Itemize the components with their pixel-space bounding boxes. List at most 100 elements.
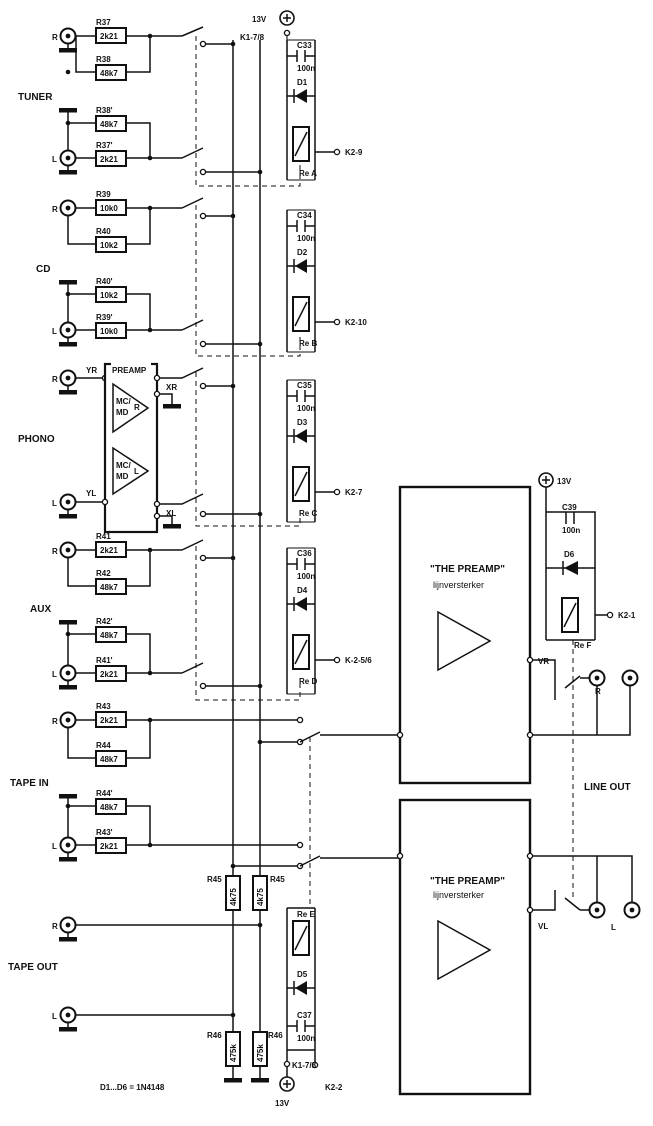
relay-e-group: 13V K1-7/8	[275, 907, 317, 1108]
svg-text:R39: R39	[96, 190, 111, 199]
tape-in-r-jack[interactable]	[59, 711, 77, 729]
svg-text:48k7: 48k7	[100, 69, 118, 78]
capacitor-value: 100n	[297, 404, 315, 413]
svg-text:K1-7/8: K1-7/8	[240, 33, 265, 42]
svg-text:13V: 13V	[557, 477, 572, 486]
svg-text:2k21: 2k21	[100, 32, 118, 41]
diode-label: D5	[297, 970, 308, 979]
tuner-r-label: R	[52, 33, 58, 42]
svg-text:YL: YL	[86, 489, 96, 498]
connector-label: K2-9	[345, 148, 363, 157]
capacitor-value: 100n	[297, 64, 315, 73]
capacitor-label: C36	[297, 549, 312, 558]
cd-r-jack[interactable]	[59, 199, 77, 217]
svg-text:PREAMP: PREAMP	[112, 366, 147, 375]
tuner-section: R 2k21 R37 48k7 R38 TUNER L 48k7 R38' 2k…	[18, 18, 301, 187]
relay-label: Re B	[299, 339, 317, 348]
svg-text:475k: 475k	[256, 1044, 265, 1062]
tuner-l-jack[interactable]	[59, 149, 77, 167]
capacitor-value: 100n	[297, 572, 315, 581]
tape-in-label: TAPE IN	[10, 778, 49, 789]
svg-text:2k21: 2k21	[100, 716, 118, 725]
svg-text:13V: 13V	[275, 1099, 290, 1108]
supply-top: 13V K1-7/8	[240, 10, 295, 42]
svg-text:YR: YR	[86, 366, 97, 375]
line-out-r2-jack[interactable]	[621, 669, 639, 687]
svg-text:L: L	[52, 1012, 57, 1021]
svg-text:48k7: 48k7	[100, 803, 118, 812]
tape-in-section: R 2k21 R43 48k7 R44 TAPE IN L 48k7 R44' …	[10, 702, 400, 905]
svg-text:48k7: 48k7	[100, 583, 118, 592]
svg-text:13V: 13V	[252, 15, 267, 24]
connector-label: K2-7	[345, 488, 363, 497]
svg-text:48k7: 48k7	[100, 631, 118, 640]
relay-label: Re A	[299, 169, 317, 178]
svg-text:L: L	[52, 670, 57, 679]
tape-out-l-jack[interactable]	[59, 1006, 77, 1024]
svg-text:MD: MD	[116, 408, 129, 417]
relay-label: Re E	[297, 910, 315, 919]
cd-l-jack[interactable]	[59, 321, 77, 339]
capacitor-label: C39	[562, 503, 577, 512]
svg-text:lijnversterker: lijnversterker	[433, 890, 484, 900]
tape-out-label: TAPE OUT	[8, 962, 58, 973]
svg-text:MC/: MC/	[116, 397, 131, 406]
resistor-r37	[95, 27, 127, 44]
svg-text:2k21: 2k21	[100, 155, 118, 164]
line-out-l-jack[interactable]	[588, 901, 606, 919]
svg-text:lijnversterker: lijnversterker	[433, 580, 484, 590]
line-out-l2-jack[interactable]	[623, 901, 641, 919]
capacitor-value: 100n	[297, 234, 315, 243]
connector-label: K-2-5/6	[345, 656, 372, 665]
svg-text:XR: XR	[166, 383, 177, 392]
svg-text:L: L	[611, 923, 616, 932]
svg-text:2k21: 2k21	[100, 546, 118, 555]
svg-text:10k0: 10k0	[100, 327, 118, 336]
amplifier-lower: "THE PREAMP" lijnversterker VL	[396, 798, 548, 1096]
svg-text:4k75: 4k75	[229, 888, 238, 906]
svg-text:4k75: 4k75	[256, 888, 265, 906]
svg-text:MD: MD	[116, 472, 129, 481]
relay-label: Re C	[299, 509, 317, 518]
svg-text:R: R	[52, 717, 58, 726]
tuner-r-jack[interactable]	[59, 27, 77, 45]
tape-in-l-jack[interactable]	[59, 836, 77, 854]
phono-l-jack[interactable]	[59, 493, 77, 511]
svg-text:L: L	[134, 467, 139, 476]
aux-label: AUX	[30, 604, 51, 615]
svg-text:2k21: 2k21	[100, 842, 118, 851]
svg-text:"THE PREAMP": "THE PREAMP"	[430, 876, 505, 887]
svg-text:VL: VL	[538, 922, 548, 931]
tape-out-r-jack[interactable]	[59, 916, 77, 934]
phono-label: PHONO	[18, 434, 55, 445]
phono-r-jack[interactable]	[59, 369, 77, 387]
svg-text:R42': R42'	[96, 617, 113, 626]
aux-r-jack[interactable]	[59, 541, 77, 559]
connector-label: K2-1	[618, 611, 636, 620]
svg-text:R: R	[52, 922, 58, 931]
svg-text:10k2: 10k2	[100, 291, 118, 300]
resistor-r38	[95, 64, 127, 81]
svg-text:XL: XL	[166, 509, 176, 518]
capacitor-label: C35	[297, 381, 312, 390]
svg-text:R45: R45	[207, 875, 222, 884]
svg-text:R41': R41'	[96, 656, 113, 665]
ground-symbol	[59, 48, 77, 53]
svg-text:"THE PREAMP": "THE PREAMP"	[430, 564, 505, 575]
svg-text:K1-7/8: K1-7/8	[292, 1061, 317, 1070]
svg-text:10k2: 10k2	[100, 241, 118, 250]
svg-text:475k: 475k	[229, 1044, 238, 1062]
aux-l-jack[interactable]	[59, 664, 77, 682]
svg-text:L: L	[52, 327, 57, 336]
svg-text:R: R	[595, 687, 601, 696]
relay-label: Re F	[574, 641, 591, 650]
connector-label: K2-10	[345, 318, 367, 327]
line-out-r-jack[interactable]	[588, 669, 606, 687]
svg-text:R38': R38'	[96, 106, 113, 115]
